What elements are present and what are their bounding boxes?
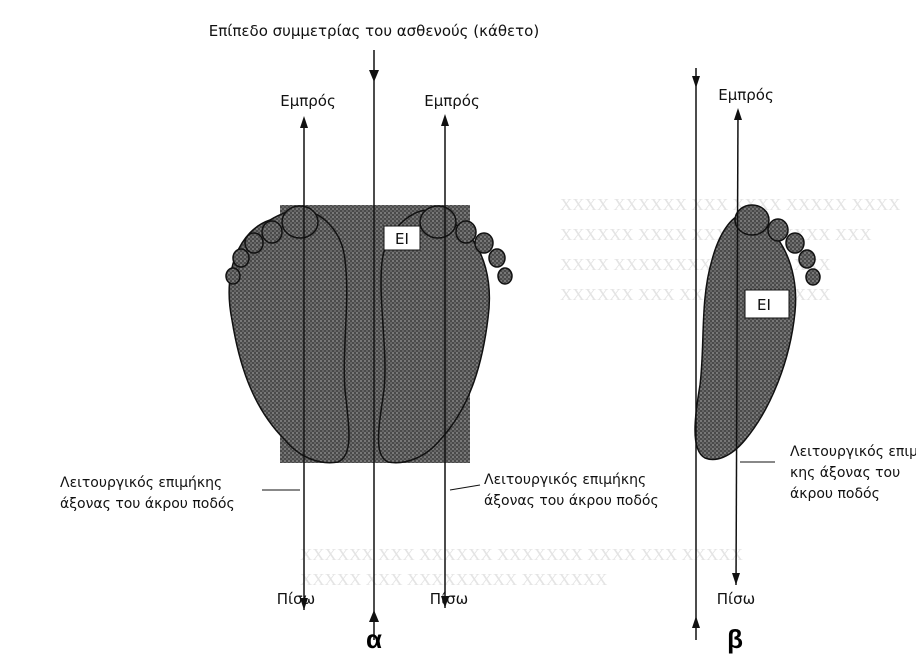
- panel-b-label: β: [727, 624, 743, 654]
- front-label-right: Εμπρός: [424, 92, 480, 110]
- svg-text:ΧΧΧΧΧΧ ΧΧΧΧ ΧΧΧ ΧΧΧΧΧΧΧΧ ΧΧΧ: ΧΧΧΧΧΧ ΧΧΧΧ ΧΧΧ ΧΧΧΧΧΧΧΧ ΧΧΧ: [560, 225, 872, 244]
- front-label-b: Εμπρός: [718, 86, 774, 104]
- axis-label-b-1: Λειτουργικός επιμή-: [790, 444, 916, 460]
- back-label-b: Πίσω: [717, 590, 755, 608]
- ei-label-a: ΕΙ: [395, 230, 409, 248]
- symmetry-plane-label: Επίπεδο συμμετρίας του ασθενούς (κάθετο): [209, 22, 539, 40]
- svg-text:ΧΧΧΧΧΧ ΧΧΧ ΧΧΧΧΧΧ ΧΧΧΧΧΧΧ ΧΧΧΧ: ΧΧΧΧΧΧ ΧΧΧ ΧΧΧΧΧΧ ΧΧΧΧΧΧΧ ΧΧΧΧ ΧΧΧ ΧΧΧΧΧ: [300, 545, 743, 564]
- svg-text:ΧΧΧΧΧ ΧΧΧ ΧΧΧΧΧΧΧΧΧ ΧΧΧΧΧΧΧ: ΧΧΧΧΧ ΧΧΧ ΧΧΧΧΧΧΧΧΧ ΧΧΧΧΧΧΧ: [300, 570, 607, 589]
- back-label-left: Πίσω: [277, 590, 315, 608]
- axis-label-right-2: άξονας του άκρου ποδός: [484, 493, 659, 509]
- back-label-right: Πίσω: [430, 590, 468, 608]
- panel-a-label: α: [366, 624, 382, 654]
- axis-label-right-1: Λειτουργικός επιμήκης: [484, 472, 646, 488]
- ei-label-b: ΕΙ: [757, 296, 771, 314]
- axis-label-b-3: άκρου ποδός: [790, 486, 880, 502]
- front-label-left: Εμπρός: [280, 92, 336, 110]
- axis-label-b-2: κης άξονας του: [790, 465, 900, 481]
- axis-label-left-2: άξονας του άκρου ποδός: [60, 496, 235, 512]
- svg-text:ΧΧΧΧ ΧΧΧΧΧΧ ΧΧΧ ΧΧΧΧ ΧΧΧΧΧ ΧΧΧ: ΧΧΧΧ ΧΧΧΧΧΧ ΧΧΧ ΧΧΧΧ ΧΧΧΧΧ ΧΧΧΧ: [560, 195, 900, 214]
- axis-label-left-1: Λειτουργικός επιμήκης: [60, 475, 222, 491]
